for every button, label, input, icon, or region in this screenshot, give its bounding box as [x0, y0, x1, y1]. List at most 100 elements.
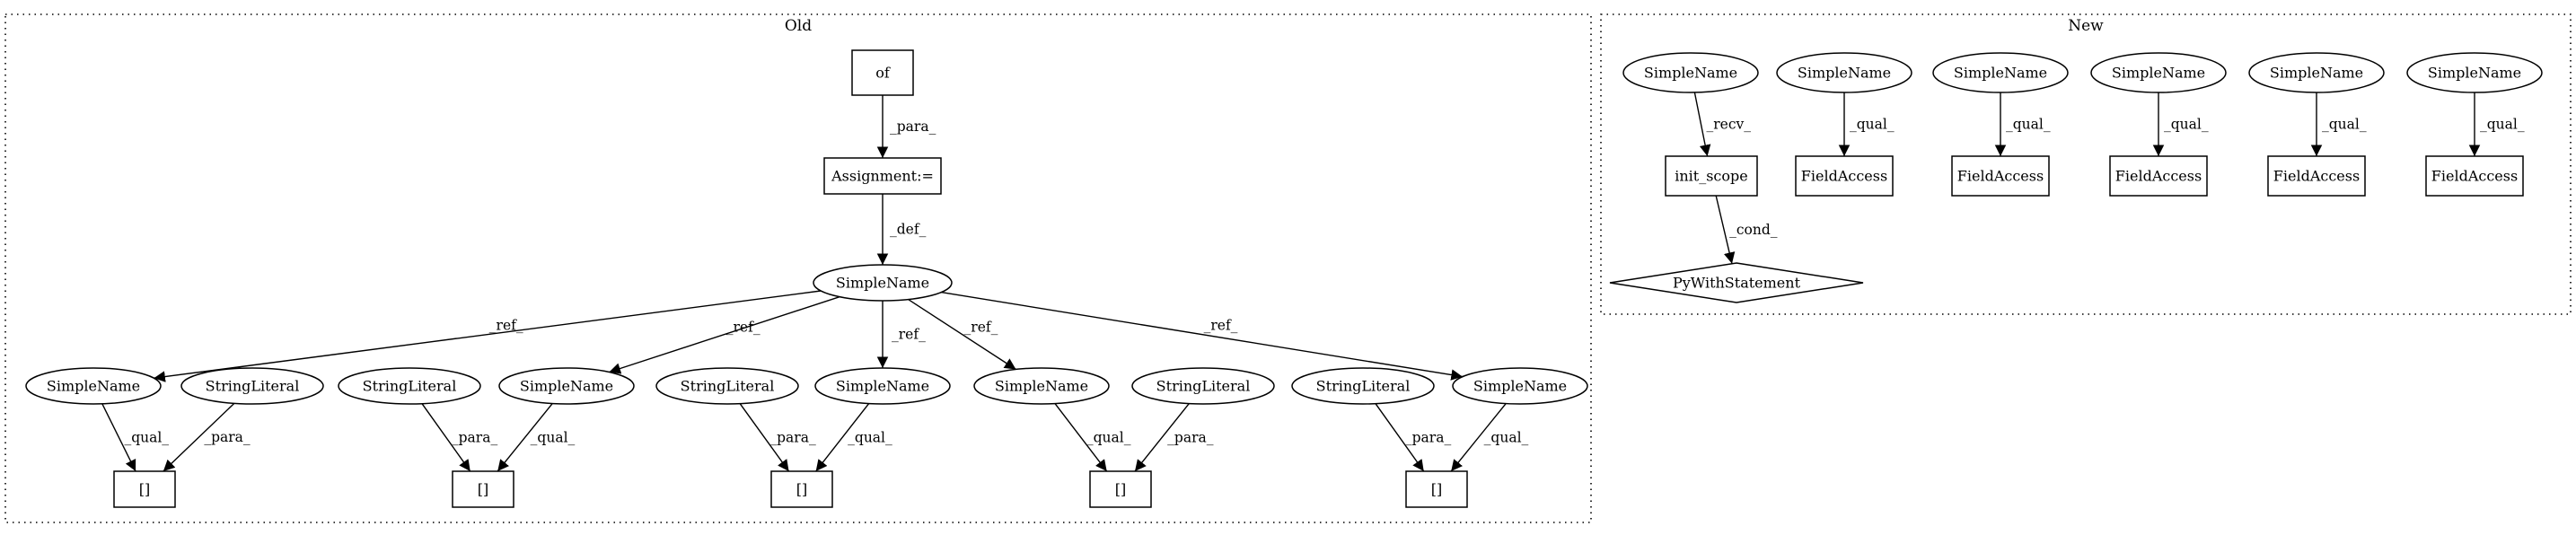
node-label: StringLiteral: [206, 378, 300, 395]
node-label: SimpleName: [2112, 65, 2205, 82]
edge-label: _qual_: [848, 429, 892, 445]
node-label: FieldAccess: [1957, 168, 2044, 185]
node-old-sn4: SimpleName: [973, 367, 1110, 405]
edge-label: _qual_: [1086, 429, 1131, 445]
cluster-old: Old: [4, 13, 1592, 523]
edge-label: _qual_: [2480, 117, 2525, 133]
node-old-of: of: [851, 49, 914, 96]
edge-old_sl5-to-old_br5: _para_: [1375, 403, 1452, 472]
edge-label: _qual_: [531, 429, 576, 445]
node-new-sn5: SimpleName: [2406, 52, 2543, 93]
node-label: []: [796, 481, 807, 498]
edge-label: _para_: [890, 118, 936, 135]
node-old-sn3: SimpleName: [814, 367, 951, 405]
node-label: SimpleName: [1954, 65, 2047, 82]
edge-label: _qual_: [2006, 117, 2051, 133]
edge-new_sn4-to-new_fa4: _qual_: [2310, 92, 2367, 156]
cluster-old-label: Old: [785, 17, 812, 35]
node-label: PyWithStatement: [1673, 275, 1801, 292]
edge-old_simplename_root-to-old_sn4: _ref_: [908, 298, 1016, 371]
edge-new_sn0-to-new_init_scope: _recv_: [1693, 92, 1751, 157]
edge-label: _recv_: [1706, 116, 1751, 132]
edge-old_simplename_root-to-old_sn3: _ref_: [876, 301, 926, 368]
node-label: SimpleName: [1644, 65, 1737, 82]
edge-old_sn3-to-old_br3: _qual_: [815, 403, 892, 472]
node-new-sn3: SimpleName: [2090, 52, 2227, 93]
edge-label: _qual_: [1484, 429, 1529, 445]
edge-label: _def_: [890, 222, 927, 238]
edge-new_sn2-to-new_fa2: _qual_: [1994, 92, 2051, 156]
edge-label: _para_: [769, 429, 816, 445]
edge-old_assign-to-old_simplename_root: _def_: [876, 194, 927, 265]
node-old-sl2: StringLiteral: [338, 367, 481, 405]
node-label: []: [139, 481, 150, 498]
edge-old_sn2-to-old_br2: _qual_: [497, 403, 576, 472]
node-label: []: [478, 481, 488, 498]
edge-label: _para_: [1167, 429, 1214, 445]
node-label: SimpleName: [47, 378, 140, 395]
edge-label: _ref_: [1204, 318, 1238, 334]
node-new-fa2: FieldAccess: [1951, 155, 2050, 197]
node-old-sl5: StringLiteral: [1291, 367, 1435, 405]
node-old-sl3: StringLiteral: [655, 367, 799, 405]
node-old-sn1: SimpleName: [25, 367, 162, 405]
node-label: SimpleName: [836, 378, 929, 395]
node-label: StringLiteral: [681, 378, 775, 395]
node-new-fa3: FieldAccess: [2109, 155, 2208, 197]
node-label: FieldAccess: [2431, 168, 2518, 185]
cluster-new-label: New: [2068, 17, 2104, 35]
node-label: []: [1431, 481, 1442, 498]
edge-label: _ref_: [892, 327, 926, 343]
node-label: SimpleName: [1798, 65, 1891, 82]
node-new-fa1: FieldAccess: [1795, 155, 1894, 197]
edge-old_simplename_root-to-old_sn2: _ref_: [609, 295, 840, 374]
node-old-br2: []: [452, 470, 514, 508]
node-old-assign: Assignment:=: [823, 157, 942, 195]
node-label: SimpleName: [995, 378, 1088, 395]
edge-old_of-to-old_assign: _para_: [876, 95, 936, 158]
edge-old_sl2-to-old_br2: _para_: [421, 403, 498, 472]
node-old-br1: []: [113, 470, 176, 508]
edge-label: _para_: [1405, 429, 1452, 445]
node-label: FieldAccess: [2273, 168, 2360, 185]
edge-old_sl1-to-old_br1: _para_: [163, 402, 251, 472]
node-new-pywith: PyWithStatement: [1609, 262, 1864, 303]
edge-old_sn1-to-old_br1: _qual_: [101, 403, 169, 472]
node-label: SimpleName: [836, 275, 929, 292]
edge-old_simplename_root-to-old_sn5: _ref_: [941, 291, 1464, 381]
node-label: StringLiteral: [1316, 378, 1411, 395]
node-old-sl4: StringLiteral: [1131, 367, 1275, 405]
edge-new_sn3-to-new_fa3: _qual_: [2152, 92, 2209, 156]
edge-label: _ref_: [964, 320, 998, 336]
cluster-new: New: [1600, 13, 2572, 315]
edge-label: _ref_: [489, 318, 523, 334]
node-label: SimpleName: [520, 378, 613, 395]
node-label: Assignment:=: [831, 168, 934, 185]
node-old-br5: []: [1405, 470, 1468, 508]
edge-old_simplename_root-to-old_sn1: _ref_: [154, 290, 822, 382]
edge-new_init_scope-to-new_pywith: _cond_: [1715, 195, 1778, 264]
edge-old_sn4-to-old_br4: _qual_: [1054, 403, 1131, 472]
node-new-sn2: SimpleName: [1932, 52, 2069, 93]
node-new-sn0: SimpleName: [1622, 52, 1759, 93]
node-new-fa4: FieldAccess: [2267, 155, 2366, 197]
node-label: SimpleName: [1473, 378, 1567, 395]
node-old-simplename-root: SimpleName: [813, 264, 953, 302]
edge-new_sn5-to-new_fa5: _qual_: [2468, 92, 2525, 156]
node-label: init_scope: [1675, 168, 1747, 185]
edge-label: _qual_: [2164, 117, 2209, 133]
node-old-sn5: SimpleName: [1452, 367, 1588, 405]
node-new-sn1: SimpleName: [1776, 52, 1912, 93]
node-old-sl1: StringLiteral: [180, 367, 324, 405]
edge-label: _para_: [452, 429, 498, 445]
node-old-br4: []: [1089, 470, 1152, 508]
node-new-sn4: SimpleName: [2248, 52, 2385, 93]
edge-label: _para_: [204, 429, 251, 445]
node-label: []: [1115, 481, 1126, 498]
edge-label: _cond_: [1729, 222, 1778, 238]
node-label: of: [875, 65, 891, 82]
node-label: FieldAccess: [2115, 168, 2202, 185]
node-label: FieldAccess: [1801, 168, 1887, 185]
node-new-fa5: FieldAccess: [2425, 155, 2524, 197]
edge-old_sn5-to-old_br5: _qual_: [1450, 403, 1529, 472]
